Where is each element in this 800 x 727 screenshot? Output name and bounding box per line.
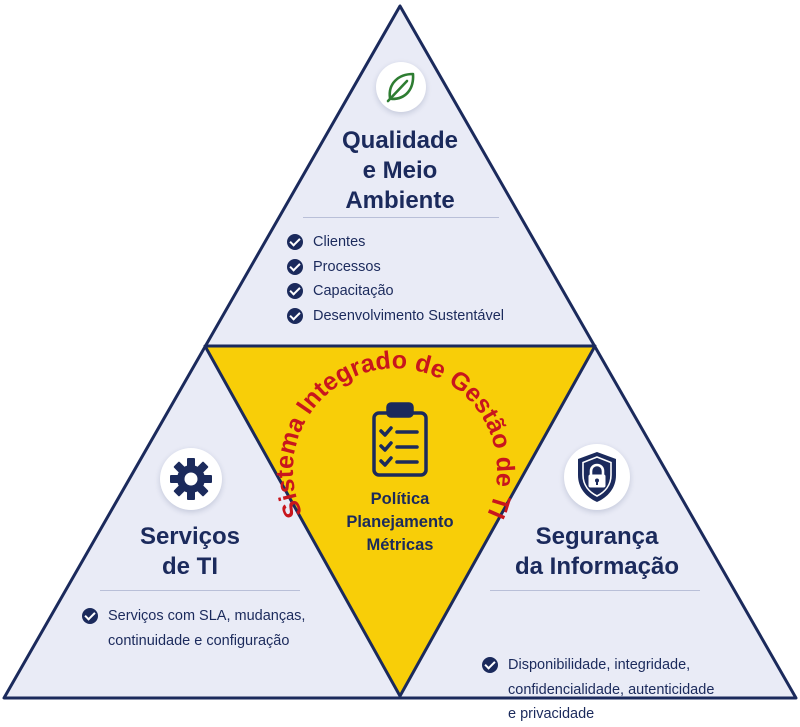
top-title-line: Qualidade bbox=[341, 127, 459, 154]
top-title-line: Ambiente bbox=[345, 187, 455, 214]
list-item: Clientes bbox=[287, 230, 504, 255]
top-divider bbox=[303, 217, 499, 218]
shield-lock-icon bbox=[578, 452, 616, 502]
center-items: Política Planejamento Métricas bbox=[320, 488, 480, 557]
check-circle-icon bbox=[82, 608, 98, 624]
triangle-diagram: Sistema Integrado de Gestão de TI bbox=[2, 4, 798, 700]
list-item: Processos bbox=[287, 255, 504, 280]
center-item: Métricas bbox=[366, 536, 434, 554]
right-title: Segurança da Informação bbox=[500, 522, 694, 582]
left-title-line: Serviços bbox=[139, 523, 241, 550]
leaf-icon bbox=[386, 72, 415, 103]
left-text: Serviços com SLA, mudanças, continuidade… bbox=[82, 604, 368, 653]
check-circle-icon bbox=[287, 283, 303, 299]
right-text-line: Disponibilidade, integridade, bbox=[508, 657, 691, 673]
check-circle-icon bbox=[287, 307, 303, 324]
right-text-line: confidencialidade, autenticidade bbox=[508, 681, 715, 698]
left-title-line: de TI bbox=[161, 553, 218, 580]
center-triangle bbox=[203, 344, 597, 698]
top-title-line: e Meio bbox=[362, 157, 438, 184]
right-divider bbox=[490, 590, 700, 591]
check-circle-icon bbox=[287, 258, 303, 275]
top-title: Qualidade e Meio Ambiente bbox=[300, 126, 500, 216]
center-item: Política bbox=[370, 490, 430, 508]
clipboard-checklist-icon bbox=[372, 402, 428, 477]
list-item: Capacitação bbox=[287, 279, 504, 304]
left-text-line: Serviços com SLA, mudanças, bbox=[108, 608, 306, 624]
gear-icon-circle bbox=[160, 448, 222, 510]
left-text-line: continuidade e configuração bbox=[108, 632, 290, 649]
left-title: Serviços de TI bbox=[110, 522, 270, 582]
right-title-line: Segurança bbox=[535, 523, 659, 550]
right-text: Disponibilidade, integridade, confidenci… bbox=[482, 653, 798, 727]
check-circle-icon bbox=[482, 657, 498, 673]
right-title-line: da Informação bbox=[514, 553, 680, 580]
top-list: Clientes Processos Capacitação Desenvolv… bbox=[287, 230, 504, 328]
leaf-icon-circle bbox=[376, 62, 426, 112]
list-item: Desenvolvimento Sustentável bbox=[287, 304, 504, 329]
shield-icon-circle bbox=[564, 444, 630, 510]
check-circle-icon bbox=[287, 234, 303, 250]
gear-icon bbox=[170, 458, 212, 500]
center-item: Planejamento bbox=[346, 513, 454, 531]
left-divider bbox=[100, 590, 300, 591]
